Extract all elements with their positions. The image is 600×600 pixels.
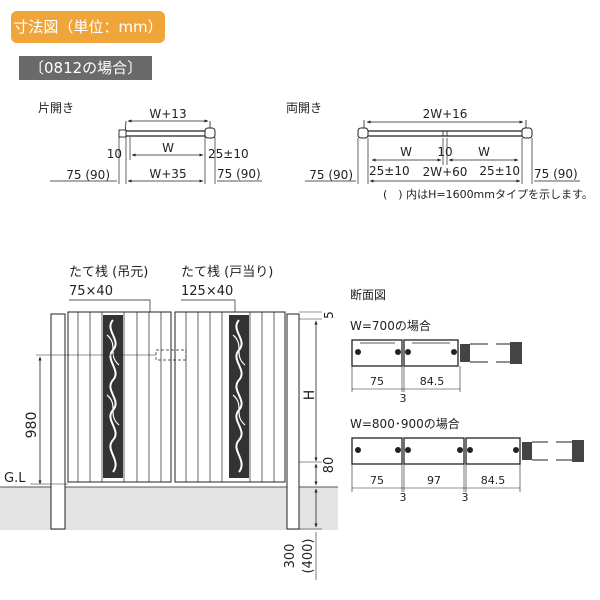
w800-dim-97: 97 — [427, 474, 441, 487]
double-tol1-dim: 25±10 — [369, 164, 410, 178]
gate-elevation: たて桟 (吊元) 75×40 たて桟 (戸当り) 125×40 G.L — [0, 265, 338, 580]
w700-dim-3: 3 — [400, 392, 407, 405]
single-title: 片開き — [38, 101, 74, 115]
single-tol-dim: 25±10 — [208, 147, 249, 161]
dim-h: H — [302, 390, 318, 401]
single-w-dim: W — [162, 141, 174, 155]
dim-5: 5 — [322, 311, 336, 319]
single-post-left — [118, 129, 127, 138]
single-top-dim: W+13 — [149, 107, 186, 121]
w800-dim-84: 84.5 — [481, 474, 506, 487]
left-post — [50, 313, 66, 530]
double-top-dim: 2W+16 — [423, 107, 468, 121]
double-post-left — [357, 127, 369, 139]
ground-level-label: G.L — [4, 471, 26, 486]
w700-title: W=700の場合 — [350, 318, 431, 333]
single-post-right — [204, 127, 216, 139]
dim-80: 80 — [322, 457, 337, 474]
w700-dim-84: 84.5 — [420, 375, 445, 388]
w800-title: W=800･900の場合 — [350, 416, 460, 431]
single-left-dim: 75 (90) — [66, 168, 110, 182]
w800-dim-75: 75 — [370, 474, 384, 487]
post2-label-line2: 125×40 — [181, 284, 233, 299]
right-gate-leaf — [174, 311, 286, 483]
w800-dim-3a: 3 — [400, 491, 407, 504]
dim-980: 980 — [24, 412, 40, 439]
post1-label-line2: 75×40 — [69, 284, 113, 299]
post1-label-line1: たて桟 (吊元) — [69, 265, 148, 280]
right-post — [286, 313, 300, 530]
section-title: 断面図 — [350, 287, 386, 302]
left-gate-leaf — [67, 311, 172, 483]
dim-300: 300 — [283, 544, 298, 569]
post2-label-line1: たて桟 (戸当り) — [181, 265, 273, 280]
w800-dim-3b: 3 — [462, 491, 469, 504]
w700-section: 75 84.5 3 — [351, 339, 522, 405]
double-mid-dim: 2W+60 — [423, 165, 468, 179]
case-label: 〔0812の場合〕 — [19, 56, 153, 80]
section-diagrams: 断面図 W=700の場合 75 84.5 3 W=800･ — [350, 287, 584, 504]
double-left-dim: 75 (90) — [309, 168, 353, 182]
w700-dim-75: 75 — [370, 375, 384, 388]
double-swing-plan: 両開き 2W+16 W 10 W 75 (90) 25±10 2W+60 25±… — [286, 101, 593, 201]
single-gap-dim: 10 — [107, 147, 122, 161]
w800-section: 75 97 84.5 3 3 — [351, 437, 584, 504]
double-note: ( ) 内はH=1600mmタイプを示します。 — [383, 187, 593, 201]
header-title-badge: 寸法図（単位：mm） — [11, 11, 165, 43]
single-right-dim: 75 (90) — [217, 167, 261, 181]
double-w1-dim: W — [400, 145, 412, 159]
single-swing-plan: 片開き W+13 10 W 25±10 75 (90) W+35 75 (90) — [38, 101, 262, 184]
double-post-right — [521, 127, 533, 139]
double-tol2-dim: 25±10 — [479, 164, 520, 178]
single-bottom-dim: W+35 — [149, 167, 186, 181]
double-gap-dim: 10 — [437, 145, 452, 159]
double-title: 両開き — [286, 101, 322, 115]
dim-400: (400) — [301, 539, 316, 574]
double-w2-dim: W — [478, 145, 490, 159]
double-right-dim: 75 (90) — [534, 167, 578, 181]
